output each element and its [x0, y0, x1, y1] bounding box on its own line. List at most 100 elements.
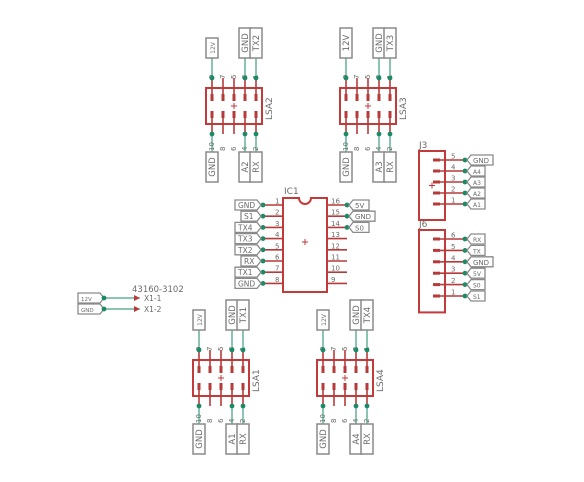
net-label: TX4	[234, 221, 262, 234]
pin-number: 5	[364, 75, 372, 79]
pin-pad	[219, 366, 223, 373]
junction-dot	[260, 281, 266, 286]
pin-pad	[332, 383, 336, 390]
junction-dot	[343, 131, 349, 137]
net-label-box	[234, 244, 262, 256]
net-label-box	[205, 37, 219, 59]
net-label-text: 5V	[355, 202, 364, 210]
net-label: 12V	[192, 309, 206, 331]
junction-dot	[353, 403, 359, 409]
header-lsa2: 91078563412LSA212VGNDTX2GNDA2RX	[205, 27, 275, 183]
junction-dot	[260, 225, 266, 230]
net-label-text: GND	[238, 201, 255, 210]
junction-dot	[376, 75, 382, 81]
pin-pad	[433, 202, 440, 206]
junction-dot	[240, 403, 246, 409]
pin-number: 2	[451, 277, 455, 285]
net-label-text: RX	[363, 433, 373, 445]
pin-pad	[366, 94, 370, 101]
pin-pad	[355, 94, 359, 101]
connector-body	[418, 229, 446, 314]
pin-arrow	[134, 295, 140, 301]
net-label: TX2	[249, 27, 263, 59]
net-label-box	[383, 27, 397, 59]
pin-pad	[208, 366, 212, 373]
pin-number: 4	[451, 254, 456, 262]
pin-number: 4	[275, 231, 280, 239]
pin-pad	[210, 111, 214, 118]
pin-number: 12	[331, 242, 340, 250]
pin-number: 6	[230, 146, 238, 151]
pin-number: 5	[451, 153, 455, 161]
pin-pad	[230, 366, 234, 373]
pin-number: 1	[451, 289, 455, 297]
pin-pad	[388, 94, 392, 101]
pin-pad	[365, 383, 369, 390]
net-label-box	[234, 266, 262, 278]
junction-dot	[242, 131, 248, 137]
net-label: S1	[466, 290, 486, 302]
junction-dot	[462, 270, 468, 276]
pin-number: 4	[451, 164, 456, 172]
net-label-box	[316, 309, 330, 331]
pin-number: 6	[364, 146, 372, 151]
pin-number: 8	[330, 419, 338, 423]
pin-pad	[254, 94, 258, 101]
junction-dot	[229, 403, 235, 409]
net-label-text: GND	[195, 429, 205, 449]
pin-number: 5	[275, 242, 279, 250]
pin-pad	[377, 94, 381, 101]
pin-number: 1	[275, 198, 279, 206]
net-label-box	[360, 299, 374, 331]
pin-number: 6	[451, 232, 456, 240]
net-label-text: TX3	[386, 35, 396, 52]
net-label: TX1	[236, 299, 250, 331]
pin-pad	[433, 169, 440, 173]
net-label: GND	[466, 154, 494, 166]
junction-dot	[260, 236, 266, 242]
pin-pad	[254, 111, 258, 118]
junction-dot	[462, 201, 468, 207]
junction-dot	[209, 131, 215, 137]
pin-number: 8	[206, 419, 214, 423]
net-label-text: A4	[473, 169, 481, 176]
pin-number: 5	[451, 243, 455, 251]
pin-pad	[241, 383, 245, 390]
net-label: GND	[77, 303, 105, 315]
net-label-box	[236, 423, 250, 455]
net-label: A4	[466, 165, 486, 177]
junction-dot	[253, 131, 259, 137]
net-label-box	[77, 303, 105, 315]
net-label-box	[249, 27, 263, 59]
part-name: 43160-3102	[132, 285, 184, 295]
net-label-text: A3	[375, 161, 385, 172]
pin-pad	[366, 111, 370, 118]
net-label-box	[348, 210, 376, 222]
pin-pad	[377, 111, 381, 118]
net-label-box	[339, 151, 353, 183]
pin-number: 2	[275, 209, 279, 217]
net-label: RX	[383, 151, 397, 183]
net-label-text: GND	[355, 213, 371, 221]
net-label-text: 5V	[473, 271, 482, 278]
net-label-box	[348, 221, 370, 234]
net-label-text: GND	[241, 33, 251, 53]
pin-arrow	[134, 306, 140, 312]
net-label-text: TX3	[237, 235, 253, 244]
net-label-text: GND	[375, 33, 385, 53]
pin-number: 5	[341, 347, 349, 351]
connector-body	[418, 150, 446, 221]
net-label-box	[234, 232, 262, 245]
pin-number: 16	[331, 198, 340, 206]
junction-dot	[242, 75, 248, 81]
net-label: 12V	[316, 309, 330, 331]
pin-number: 7	[219, 75, 227, 79]
part-name: IC1	[284, 187, 299, 197]
part-name: J6	[418, 220, 428, 230]
pin-pad	[433, 248, 440, 252]
pin-number: 11	[331, 254, 340, 262]
net-label-box	[466, 244, 486, 257]
junction-dot	[101, 295, 107, 301]
junction-dot	[462, 190, 468, 196]
